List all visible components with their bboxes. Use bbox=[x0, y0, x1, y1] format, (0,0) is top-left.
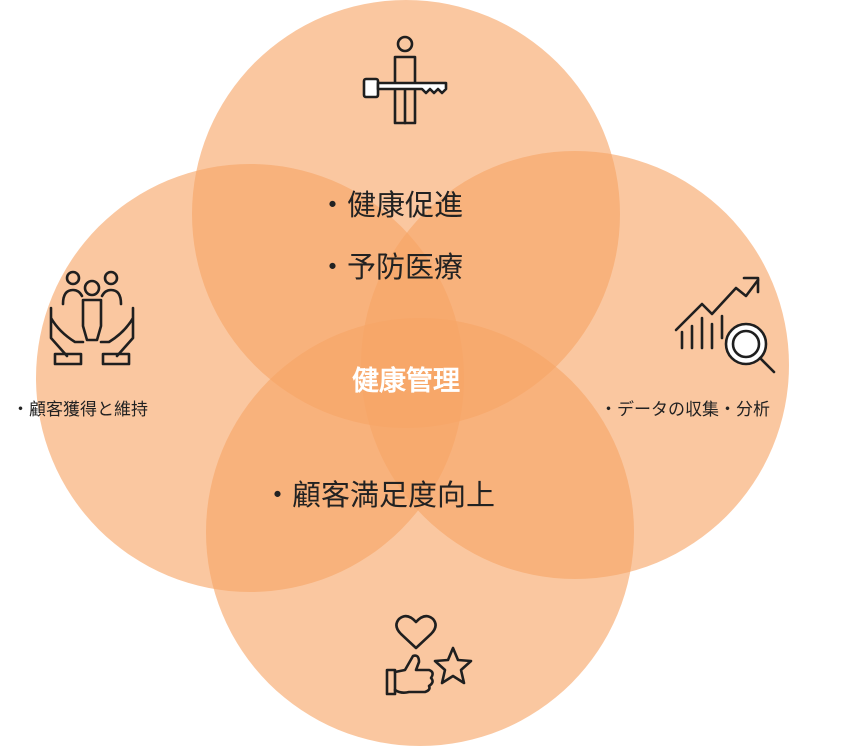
bottom-overlap-label: ・顧客満足度向上 bbox=[263, 478, 495, 512]
center-label: 健康管理 bbox=[352, 365, 460, 397]
circle-bottom bbox=[206, 318, 634, 746]
heart-thumbs-up-star-icon bbox=[385, 614, 473, 696]
left-label: ・顧客獲得と維持 bbox=[12, 400, 148, 420]
top-item-preventive-medicine: ・予防医療 bbox=[318, 250, 463, 284]
person-with-key-icon bbox=[362, 35, 448, 125]
right-label: ・データの収集・分析 bbox=[600, 399, 770, 420]
top-item-health-promotion: ・健康促進 bbox=[318, 188, 463, 222]
venn-circles bbox=[36, 0, 789, 746]
chart-with-magnifier-icon bbox=[674, 276, 776, 374]
hands-holding-people-icon bbox=[49, 270, 135, 366]
